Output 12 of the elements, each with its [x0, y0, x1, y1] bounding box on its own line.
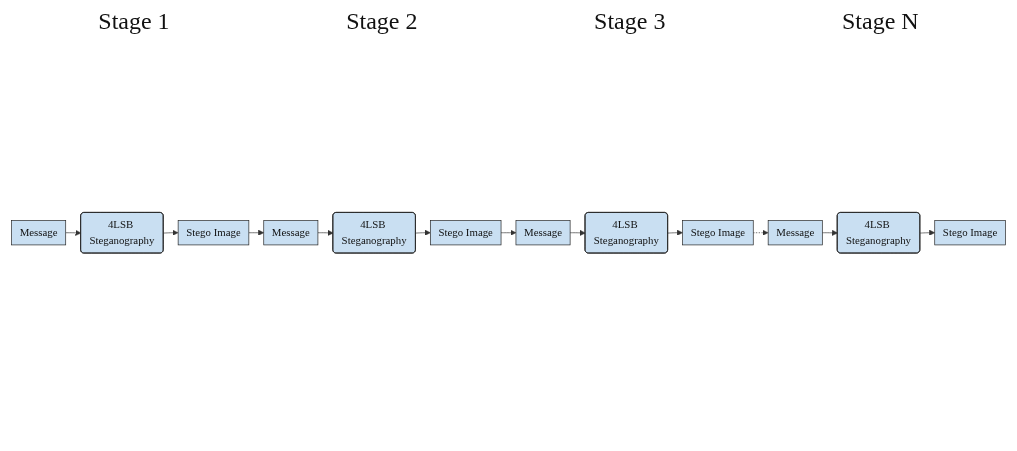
node-box: Stego Image [177, 219, 250, 246]
node-box: Message [515, 219, 571, 246]
node-box: Message [767, 219, 823, 246]
node-box: Message [11, 219, 67, 246]
node-box: Stego Image [682, 219, 754, 246]
stage-heading: Stage 1 [98, 8, 170, 35]
node-box: Message [263, 219, 319, 246]
node-box: Stego Image [934, 219, 1006, 246]
stage-heading: Stage 3 [594, 8, 666, 35]
stage-heading: Stage N [842, 8, 919, 35]
node-box: Stego Image [430, 219, 502, 246]
stage-heading: Stage 2 [346, 8, 418, 35]
